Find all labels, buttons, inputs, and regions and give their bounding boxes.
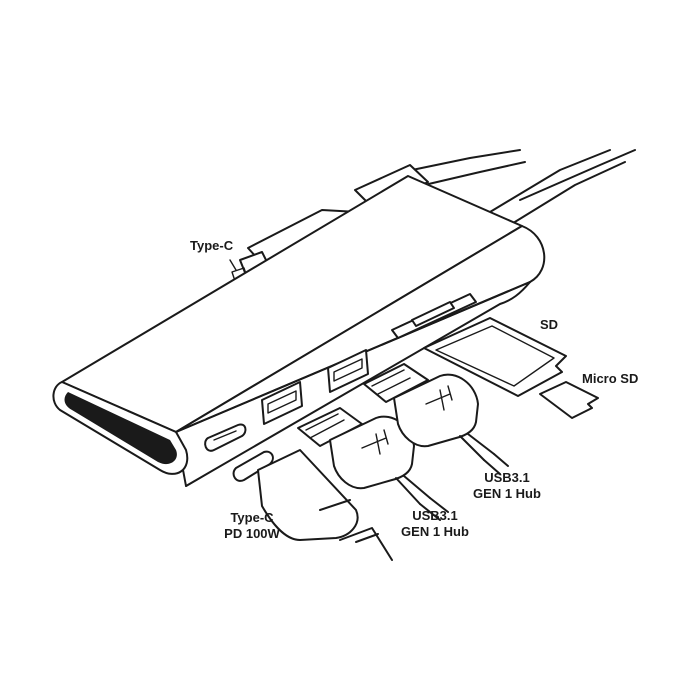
hub-ports [204, 293, 477, 452]
label-type-c-top: Type-C [190, 238, 234, 253]
type-c-cable [232, 449, 393, 561]
micro-sd-card [539, 381, 599, 419]
sd-card [423, 317, 567, 397]
label-usb-left-line1: USB3.1 [412, 508, 458, 523]
leader-lines [229, 259, 237, 271]
label-micro-sd: Micro SD [582, 371, 639, 386]
rear-cables [411, 149, 636, 229]
label-type-c-pd: Type-C PD 100W [224, 510, 280, 542]
label-usb-right-line1: USB3.1 [484, 470, 530, 485]
label-type-c-pd-line1: Type-C [230, 510, 274, 525]
usb-plug-left [297, 407, 449, 521]
usb-plug-right [363, 363, 509, 475]
label-sd: SD [540, 317, 559, 332]
label-type-c-pd-line2: PD 100W [224, 526, 280, 541]
label-usb-right-line2: GEN 1 Hub [473, 486, 541, 501]
label-usb-left-line2: GEN 1 Hub [401, 524, 469, 539]
label-usb-left: USB3.1 GEN 1 Hub [398, 508, 472, 540]
label-usb-right: USB3.1 GEN 1 Hub [470, 470, 544, 502]
